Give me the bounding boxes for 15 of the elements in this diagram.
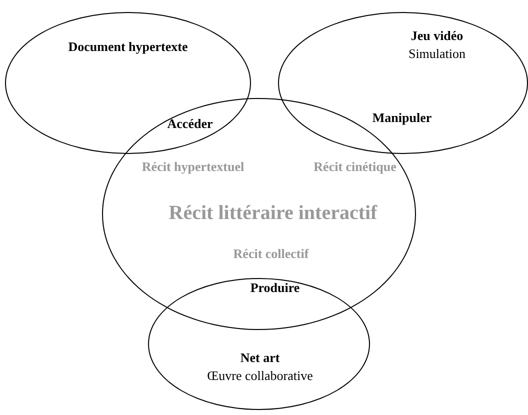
set-ellipse xyxy=(5,12,251,154)
subcategory-label: Récit cinétique xyxy=(314,160,396,174)
subcategory-label: Récit hypertextuel xyxy=(142,160,244,174)
set-ellipse xyxy=(148,278,370,410)
node-title: Jeu vidéo xyxy=(410,28,464,44)
set-ellipse xyxy=(278,12,528,154)
overlap-label: Accéder xyxy=(167,116,213,132)
subcategory-label: Récit collectif xyxy=(233,246,309,262)
node-subtitle: Œuvre collaborative xyxy=(207,368,313,384)
node-title: Net art xyxy=(240,350,280,366)
node-title: Document hypertexte xyxy=(68,40,188,54)
main-label: Récit littéraire interactif xyxy=(168,202,378,224)
overlap-label: Manipuler xyxy=(372,110,432,126)
node-subtitle: Simulation xyxy=(408,46,466,62)
overlap-label: Produire xyxy=(250,280,300,296)
